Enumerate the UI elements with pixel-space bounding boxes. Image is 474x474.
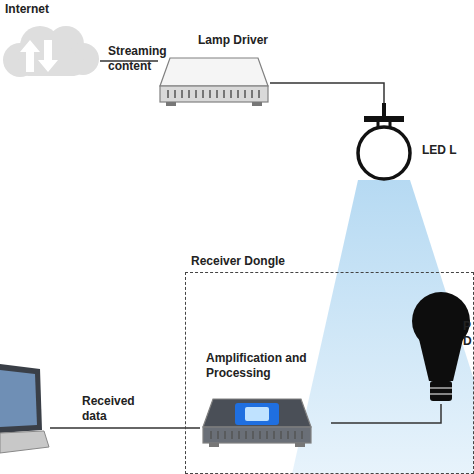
lamp-cap [364,116,404,122]
device-vent [238,431,240,439]
device-foot [166,102,176,106]
device-vent [237,90,239,98]
device-front [203,427,311,443]
device-vent [252,431,254,439]
device-vent [210,431,212,439]
device-vent [259,431,261,439]
upload-arrow [20,40,40,72]
device-top [160,58,268,86]
node-label: Amplification and Processing [206,351,326,381]
bulb-thread [430,388,452,394]
device-vent [209,90,211,98]
device-vent [230,90,232,98]
cloud-node: Internet [0,22,100,80]
device-foot [252,102,262,106]
lamp-bulb [358,127,410,179]
edge-label: Streaming content [108,44,178,74]
bulb-base [430,381,452,401]
device-vent [181,90,183,98]
device-vent [202,90,204,98]
light-cone [292,180,474,474]
lamp-stem [382,103,386,117]
connector-wire [331,404,441,423]
device-vent [294,431,296,439]
node-label: P D [463,319,473,349]
device-vent [245,431,247,439]
device-vent [174,90,176,98]
device-vent [280,431,282,439]
device-vent [266,431,268,439]
device-front [160,86,268,102]
wire-label: Received data [82,394,140,424]
lamp-outline [352,103,416,183]
download-arrow [38,40,58,72]
laptop-base [0,431,49,453]
bulb-outline [411,289,471,404]
device-foot [209,443,219,447]
receiver-dongle-box: Receiver DongleAmplification and Process… [185,272,474,474]
node-label: Receiver Dongle [191,254,351,269]
device-top [203,399,311,427]
device-vent [301,431,303,439]
device-vent [231,431,233,439]
device-vent [287,431,289,439]
device-outline [158,52,270,110]
device-vent [217,431,219,439]
laptop-screen-frame [0,364,42,433]
led-lamp: LED L [352,103,416,183]
device-screen [245,407,269,421]
device-vent [195,90,197,98]
cloud-shape [3,26,99,77]
photodetector-bulb: P D [411,289,471,404]
cloud-outline [0,22,100,80]
device-vent [224,431,226,439]
device-vent [273,431,275,439]
device-vent [188,90,190,98]
device-screen-glow [235,403,279,425]
laptop-screen [0,370,37,427]
amp-outline [201,393,331,451]
laptop-icon [0,364,49,453]
node-label: LED L [422,143,474,158]
lamp-driver-device: Lamp Driver [158,52,270,110]
device-vent [167,90,169,98]
node-label: Lamp Driver [198,33,298,48]
device-vent [251,90,253,98]
device-vent [216,90,218,98]
connector-wire [270,83,384,103]
data-wire [50,427,200,429]
device-vent [223,90,225,98]
device-foot [295,443,305,447]
node-label: Internet [5,2,95,17]
device-vent [258,90,260,98]
amplifier-device: Amplification and Processing [201,393,331,451]
device-vent [244,90,246,98]
bulb-neck [419,339,463,381]
